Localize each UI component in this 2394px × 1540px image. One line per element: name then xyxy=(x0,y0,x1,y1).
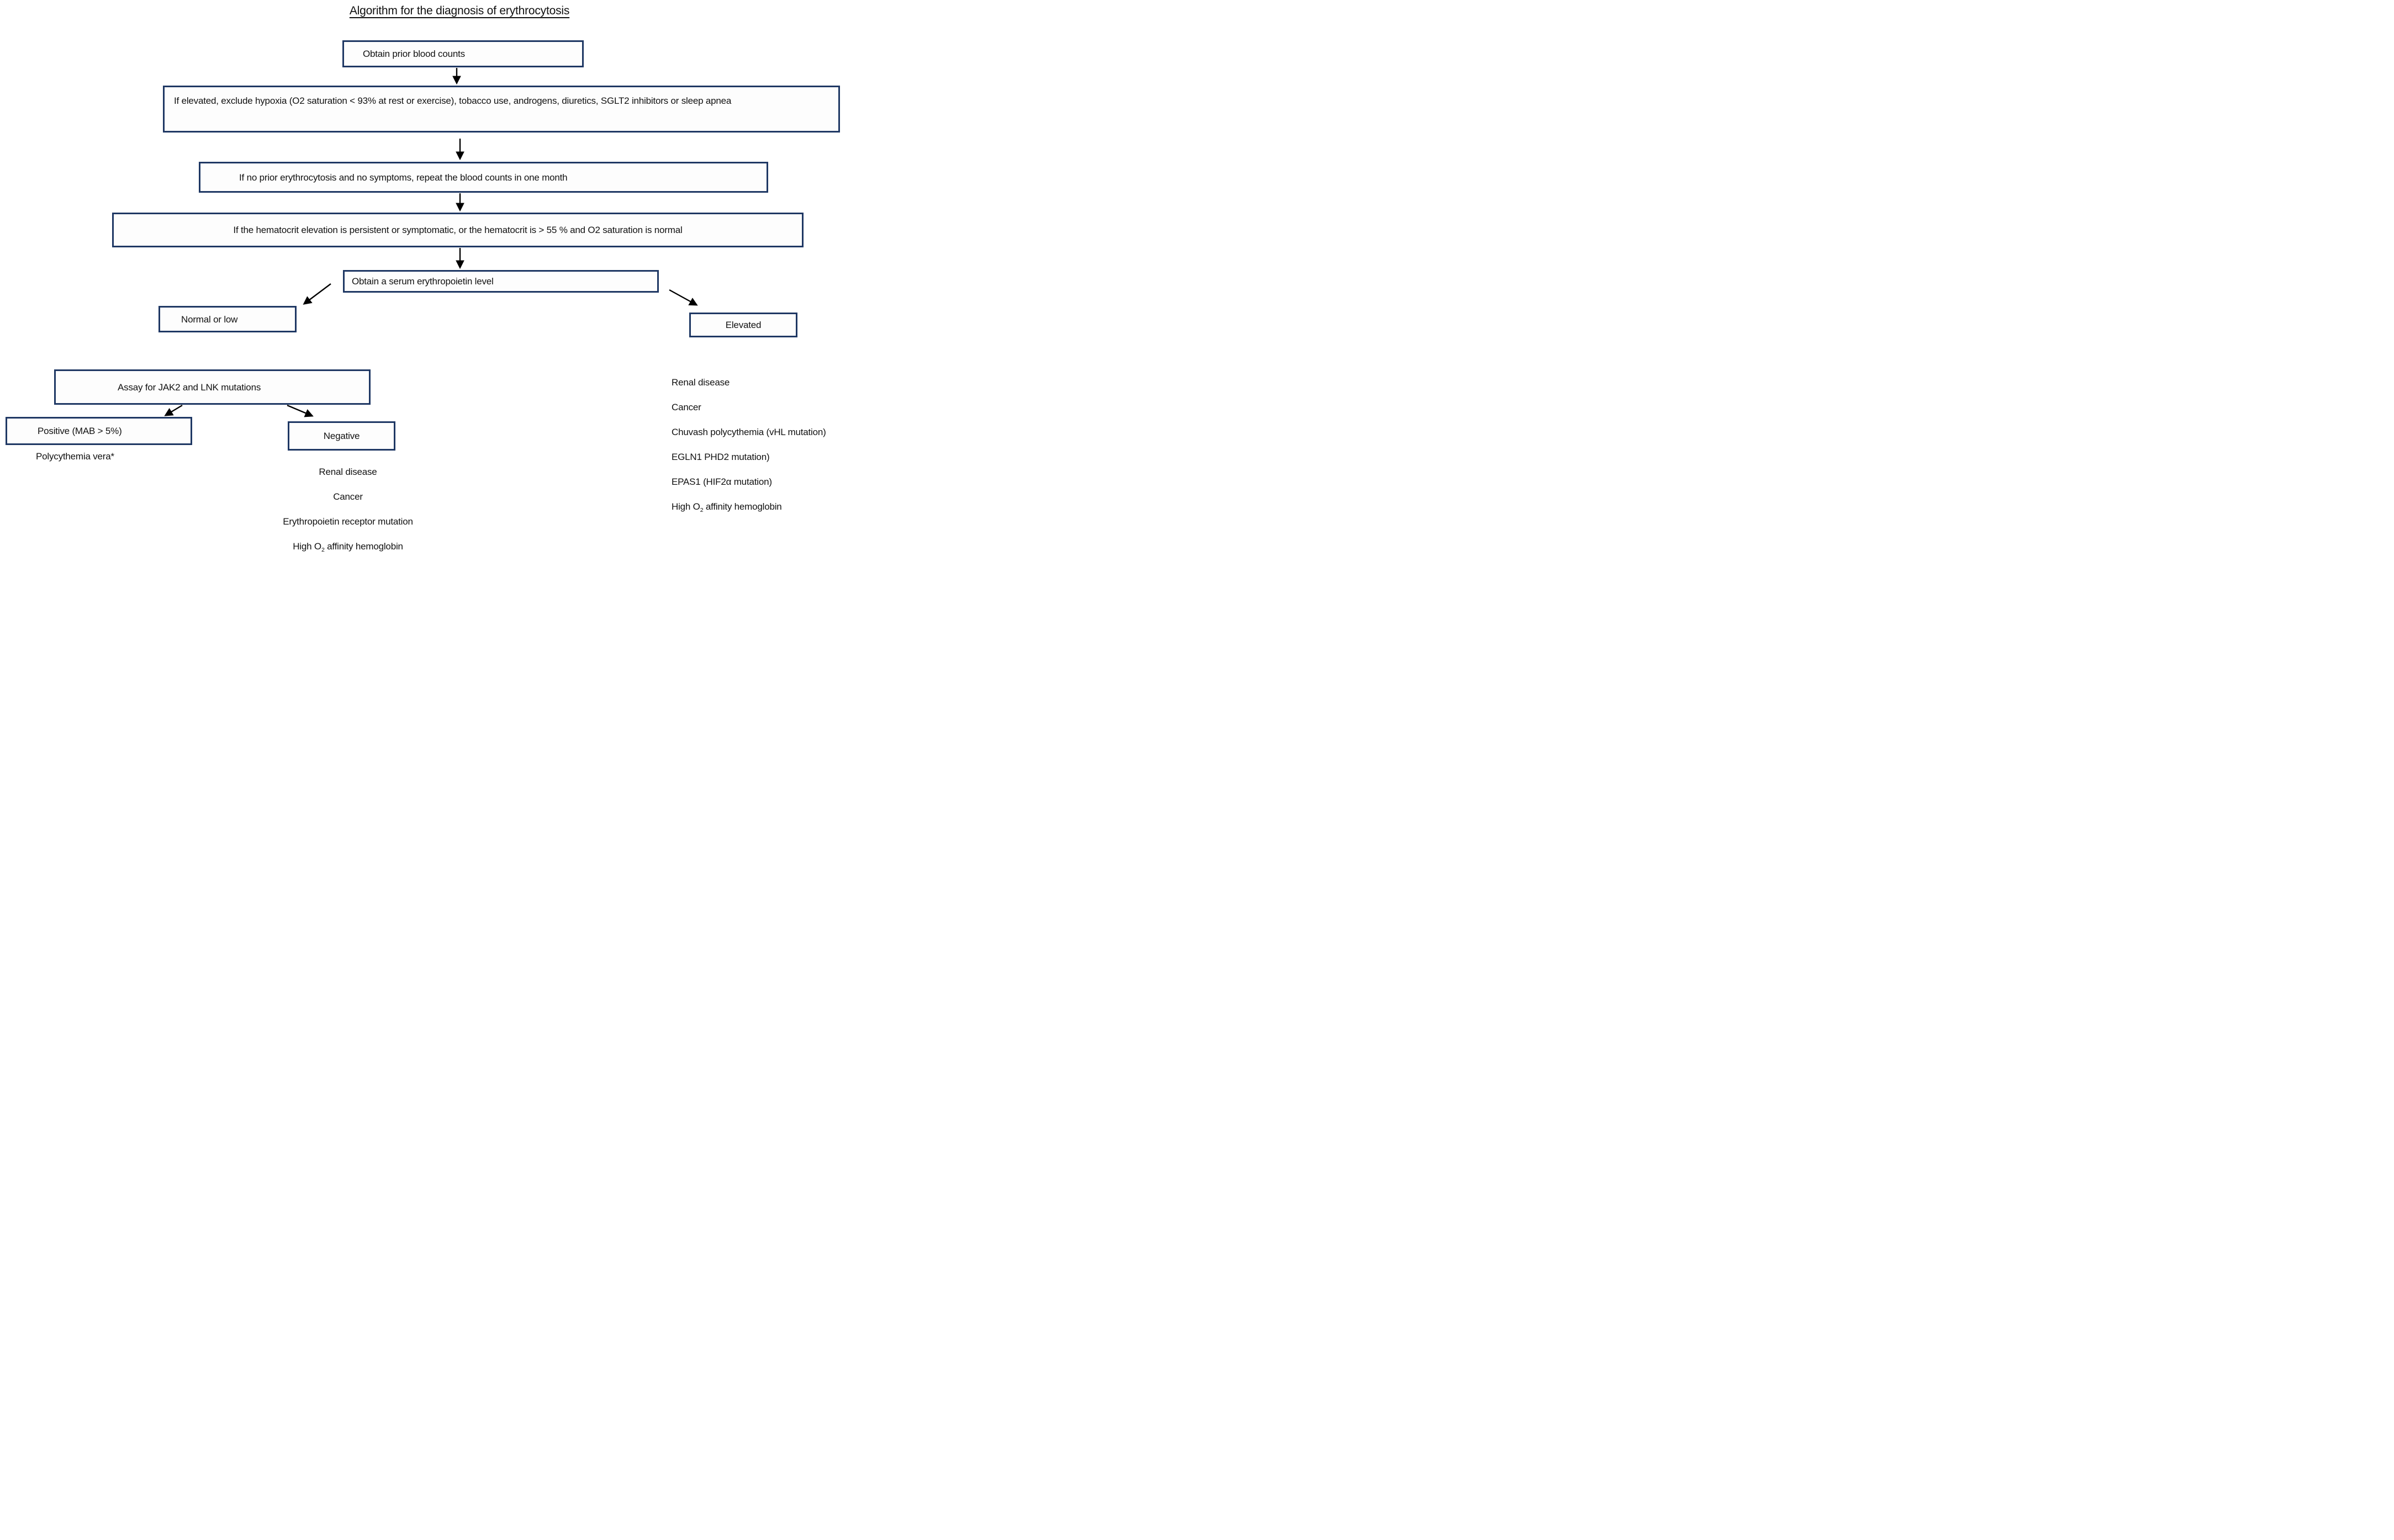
list-item: Renal disease xyxy=(221,467,475,477)
list-item: High O2 affinity hemoglobin xyxy=(672,501,853,514)
branch-epo-normal-or-low: Normal or low xyxy=(158,306,297,332)
list-item-text: affinity hemoglobin xyxy=(324,541,403,552)
list-item-text: Chuvash polycythemia (vHL mutation) xyxy=(672,427,826,437)
diagnosis-polycythemia-vera-label: Polycythemia vera* xyxy=(36,451,114,462)
list-item-text: EGLN1 PHD2 mutation) xyxy=(672,452,770,462)
step-obtain-epo-level: Obtain a serum erythropoietin level xyxy=(343,270,659,293)
step-repeat-blood-counts-label: If no prior erythrocytosis and no sympto… xyxy=(239,172,568,183)
step-assay-jak2-lnk-label: Assay for JAK2 and LNK mutations xyxy=(118,382,261,393)
list-item-subscript: 2 xyxy=(321,546,325,553)
step-obtain-prior-blood-counts: Obtain prior blood counts xyxy=(342,40,584,67)
list-item-text: Renal disease xyxy=(319,467,377,477)
step-exclude-secondary-causes-label: If elevated, exclude hypoxia (O2 saturat… xyxy=(174,96,732,106)
list-item-text: Renal disease xyxy=(672,377,730,388)
list-item-text: affinity hemoglobin xyxy=(703,501,782,512)
list-item-text: EPAS1 (HIF2α mutation) xyxy=(672,477,772,487)
step-assay-jak2-lnk: Assay for JAK2 and LNK mutations xyxy=(54,369,371,405)
branch-epo-elevated: Elevated xyxy=(689,313,797,337)
diagram-title: Algorithm for the diagnosis of erythrocy… xyxy=(316,4,603,18)
arrow-assay-to-negative xyxy=(287,404,314,417)
branch-epo-normal-or-low-label: Normal or low xyxy=(181,314,238,325)
list-item: EGLN1 PHD2 mutation) xyxy=(672,452,853,462)
list-item-subscript: 2 xyxy=(700,506,704,514)
list-item: Erythropoietin receptor mutation xyxy=(221,516,475,527)
arrow-epo-to-elevated xyxy=(669,289,698,306)
branch-epo-elevated-label: Elevated xyxy=(725,320,762,330)
list-item-text: High O xyxy=(672,501,700,512)
arrow-epo-to-normal xyxy=(303,283,331,305)
branch-jak2-positive: Positive (MAB > 5%) xyxy=(6,417,192,445)
list-item: Cancer xyxy=(672,403,853,412)
list-item: Renal disease xyxy=(672,378,853,388)
arrow-assay-to-positive xyxy=(164,404,183,416)
list-item: Cancer xyxy=(221,491,475,502)
diagnosis-polycythemia-vera: Polycythemia vera* xyxy=(36,451,114,462)
list-item-text: Cancer xyxy=(333,491,363,502)
branch-jak2-negative: Negative xyxy=(288,421,395,451)
step-obtain-prior-blood-counts-label: Obtain prior blood counts xyxy=(363,49,465,59)
diagram-title-text: Algorithm for the diagnosis of erythrocy… xyxy=(349,4,570,17)
list-item-text: High O xyxy=(293,541,321,552)
elevated-differential-list: Renal disease Cancer Chuvash polycythemi… xyxy=(672,378,853,527)
list-item: EPAS1 (HIF2α mutation) xyxy=(672,477,853,487)
step-persistent-hematocrit-label: If the hematocrit elevation is persisten… xyxy=(233,225,683,235)
list-item: Chuvash polycythemia (vHL mutation) xyxy=(672,427,853,437)
step-obtain-epo-level-label: Obtain a serum erythropoietin level xyxy=(352,276,494,287)
step-persistent-hematocrit: If the hematocrit elevation is persisten… xyxy=(112,213,804,247)
negative-differential-list: Renal disease Cancer Erythropoietin rece… xyxy=(221,467,475,558)
list-item: High O2 affinity hemoglobin xyxy=(221,541,475,553)
step-exclude-secondary-causes: If elevated, exclude hypoxia (O2 saturat… xyxy=(163,86,840,133)
branch-jak2-negative-label: Negative xyxy=(323,431,360,441)
list-item-text: Erythropoietin receptor mutation xyxy=(283,516,413,527)
list-item-text: Cancer xyxy=(672,402,701,412)
step-repeat-blood-counts: If no prior erythrocytosis and no sympto… xyxy=(199,162,768,193)
flowchart-canvas: Algorithm for the diagnosis of erythrocy… xyxy=(0,0,853,558)
branch-jak2-positive-label: Positive (MAB > 5%) xyxy=(38,426,122,436)
